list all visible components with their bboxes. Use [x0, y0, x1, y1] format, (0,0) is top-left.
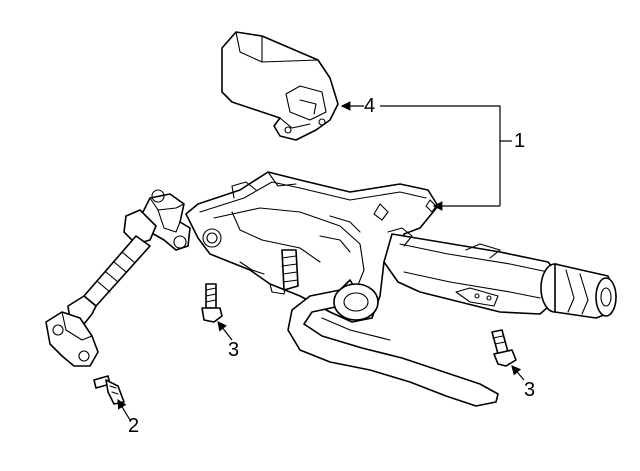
- callout-1: 1: [514, 130, 526, 152]
- callout-3-left: 3: [228, 339, 240, 361]
- steering-column-part: [185, 171, 617, 407]
- bolt-left-part: [201, 283, 223, 323]
- bolt-lower-part: [93, 375, 125, 405]
- bolt-right-part: [491, 329, 517, 367]
- lock-module-part: [221, 31, 339, 141]
- leader-lines: [117, 101, 525, 421]
- intermediate-shaft-part: [45, 189, 191, 367]
- callout-3-right: 3: [524, 379, 536, 401]
- callout-2: 2: [128, 415, 140, 437]
- callout-4: 4: [364, 95, 376, 117]
